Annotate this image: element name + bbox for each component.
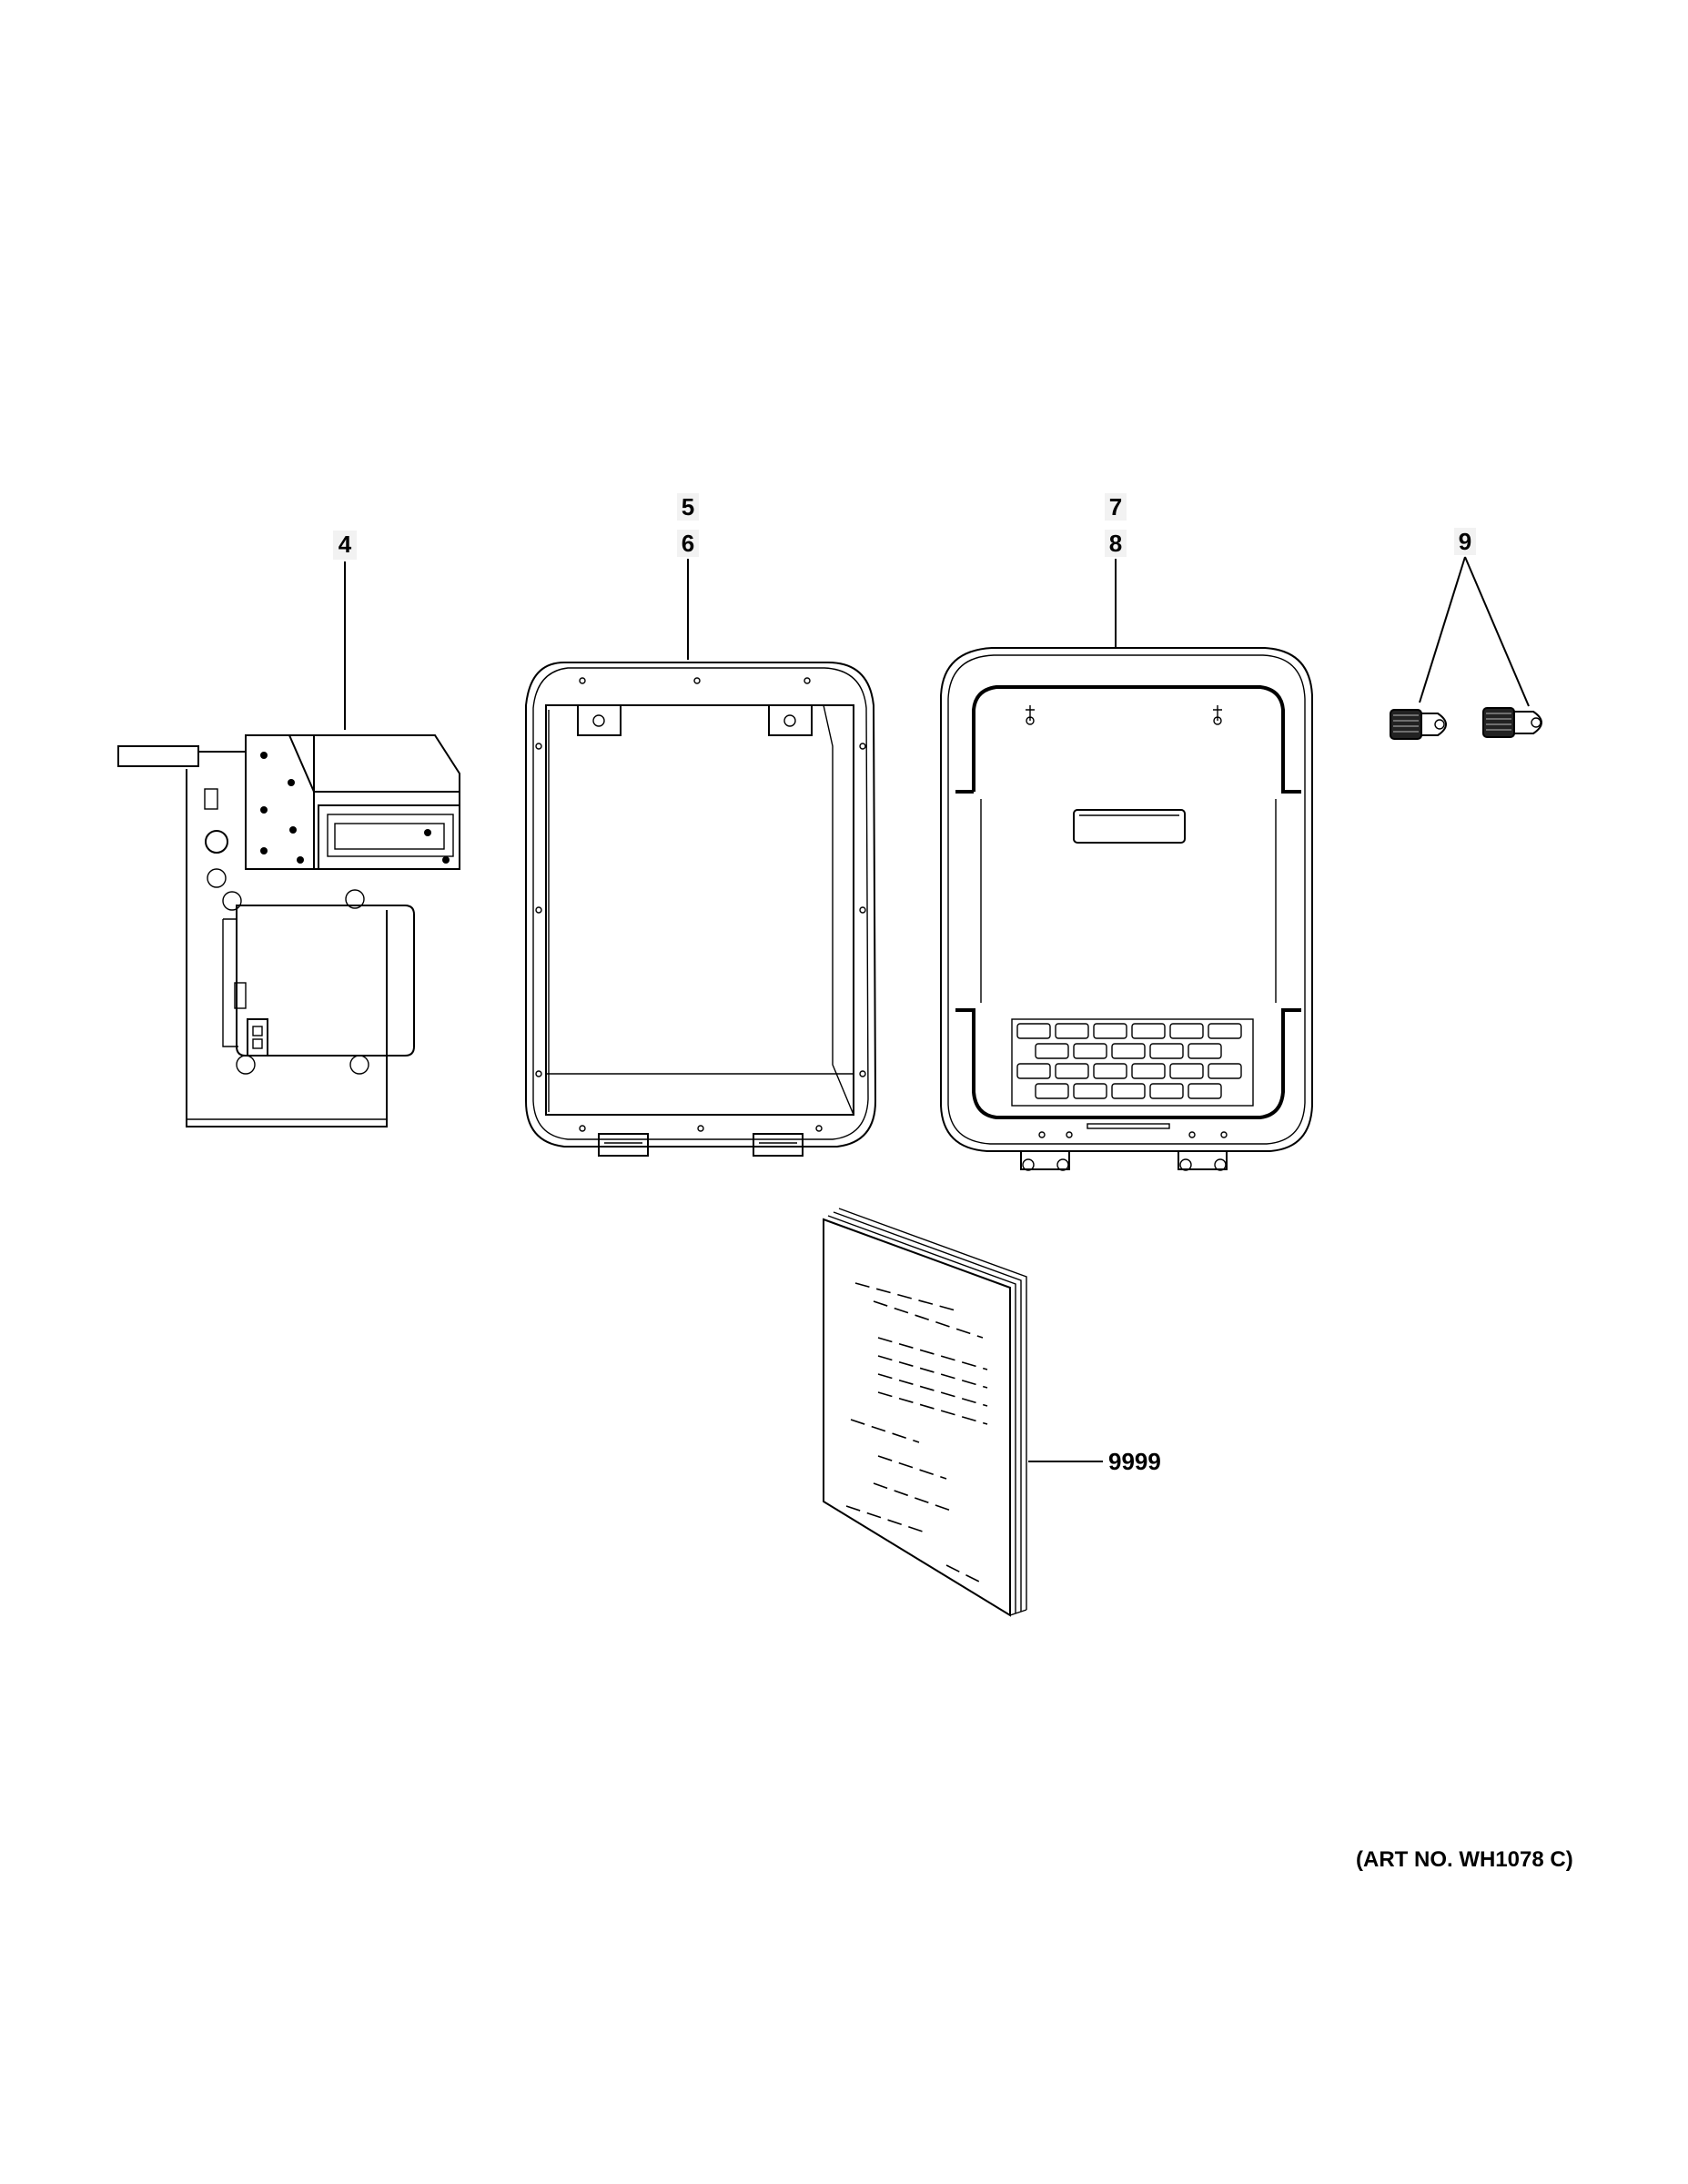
vent-slot [1169, 1023, 1204, 1039]
vent-slot [1055, 1063, 1089, 1079]
vent-slots [1016, 1023, 1242, 1099]
vent-slot [1035, 1083, 1069, 1099]
spring-hinge-icon: 9 [1390, 528, 1542, 740]
callout-8: 8 [1109, 530, 1122, 557]
vent-slot [1208, 1023, 1242, 1039]
owners-manual-icon: 9999 [823, 1208, 1161, 1617]
manual-text-line [877, 1373, 988, 1407]
manual-text-line [877, 1391, 988, 1425]
manual-text-line [877, 1355, 988, 1389]
callout-9: 9 [1459, 528, 1471, 555]
control-box-assembly-icon: 4 [117, 531, 460, 1127]
vent-slot [1073, 1043, 1107, 1059]
vent-slot [1111, 1043, 1146, 1059]
vent-slot [1016, 1023, 1051, 1039]
vent-slot [1169, 1063, 1204, 1079]
callout-7: 7 [1109, 493, 1122, 521]
manual-text-line [877, 1337, 988, 1370]
vent-slot [1149, 1083, 1184, 1099]
door-frame-icon: 5 6 [525, 493, 877, 1157]
manual-text-line [854, 1282, 956, 1311]
vent-grille-icon [1011, 1018, 1254, 1107]
callout-5: 5 [682, 493, 694, 521]
manual-text-lines [845, 1282, 988, 1584]
manual-text-line [850, 1419, 920, 1443]
vent-slot [1149, 1043, 1184, 1059]
vent-slot [1016, 1063, 1051, 1079]
manual-text-line [945, 1564, 984, 1584]
vent-slot [1093, 1063, 1127, 1079]
vent-slot [1188, 1083, 1222, 1099]
vent-slot [1131, 1063, 1166, 1079]
manual-text-line [845, 1505, 929, 1534]
door-panel-icon: 7 8 [940, 493, 1313, 1171]
art-number-label: (ART NO. WH1078 C) [1356, 1847, 1573, 1872]
callout-6: 6 [682, 530, 694, 557]
vent-slot [1035, 1043, 1069, 1059]
vent-slot [1111, 1083, 1146, 1099]
vent-slot [1208, 1063, 1242, 1079]
vent-slot [1188, 1043, 1222, 1059]
vent-slot [1093, 1023, 1127, 1039]
manual-text-line [873, 1482, 952, 1512]
vent-slot [1055, 1023, 1089, 1039]
manual-text-line [873, 1300, 984, 1339]
callout-4: 4 [339, 531, 352, 558]
vent-slot [1073, 1083, 1107, 1099]
callout-9999: 9999 [1108, 1448, 1161, 1475]
vent-slot [1131, 1023, 1166, 1039]
manual-text-line [877, 1455, 947, 1480]
